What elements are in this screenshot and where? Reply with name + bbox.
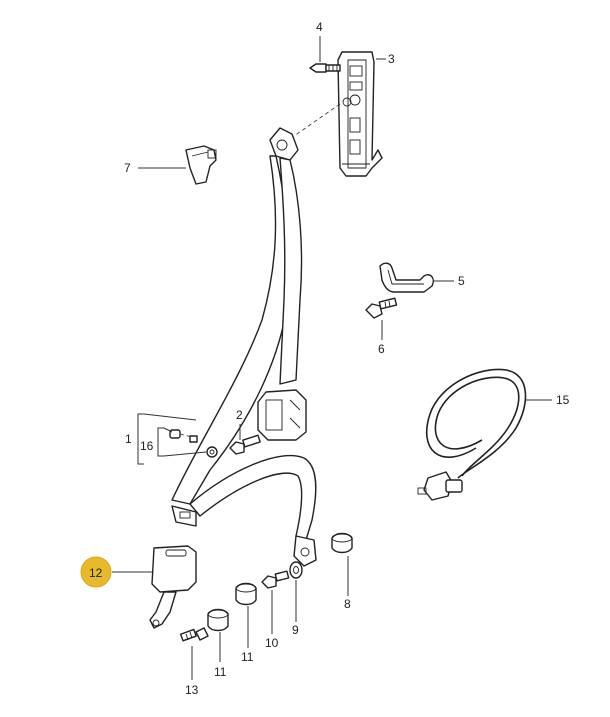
- callout-15: 15: [556, 393, 570, 407]
- callout-11a: 11: [241, 650, 254, 664]
- callout-11b: 11: [214, 665, 227, 679]
- callout-2: 2: [236, 408, 243, 422]
- callout-6: 6: [378, 342, 385, 356]
- part-6-bolt[interactable]: [365, 297, 398, 319]
- part-10-bolt[interactable]: [261, 570, 290, 589]
- callout-9: 9: [292, 623, 299, 637]
- part-5-guide-bracket[interactable]: [379, 262, 434, 293]
- callout-1: 1: [125, 432, 132, 446]
- part-12-belt-buckle[interactable]: [149, 545, 197, 629]
- callout-16: 16: [140, 439, 154, 453]
- callout-7: 7: [124, 161, 131, 175]
- callout-4: 4: [316, 20, 323, 34]
- callout-5: 5: [458, 274, 465, 288]
- group-bracket: [137, 413, 207, 465]
- part-16-fastener-set[interactable]: [169, 429, 218, 458]
- highlight-marker-icon[interactable]: [80, 556, 112, 588]
- part-11-bushing-b[interactable]: [207, 608, 229, 632]
- part-9-washer[interactable]: [289, 561, 303, 579]
- part-13-bolt[interactable]: [179, 627, 209, 642]
- callout-12: 12: [89, 566, 103, 580]
- belt-webbing[interactable]: [171, 127, 317, 567]
- callout-8: 8: [344, 597, 351, 611]
- part-2-bolt[interactable]: [229, 434, 261, 455]
- part-15-cable-harness[interactable]: [417, 368, 527, 501]
- part-4-bolt[interactable]: [309, 63, 341, 73]
- callout-13: 13: [185, 683, 199, 697]
- callout-3: 3: [388, 52, 395, 66]
- part-11-bushing-a[interactable]: [235, 582, 257, 606]
- callout-10: 10: [265, 636, 279, 650]
- part-7-belt-guide-clip[interactable]: [185, 145, 217, 185]
- belt-retractor[interactable]: [257, 389, 307, 441]
- part-3-upper-anchor-rail[interactable]: [337, 51, 383, 177]
- part-8-bushing[interactable]: [331, 532, 353, 554]
